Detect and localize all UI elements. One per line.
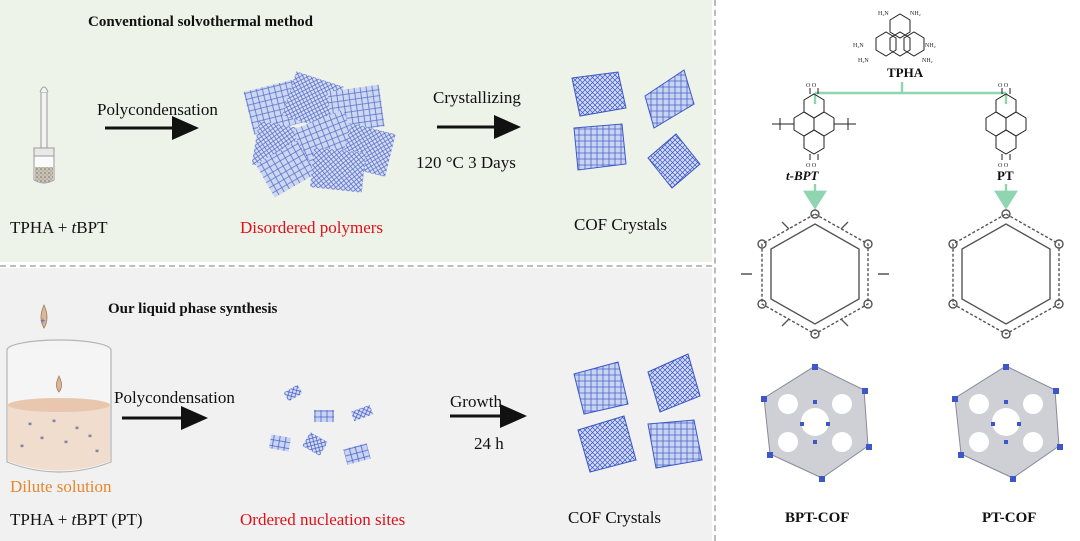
svg-text:*: * <box>40 435 44 444</box>
growth-time-label: 24 h <box>474 434 504 453</box>
pt-label: PT <box>997 168 1014 183</box>
top-polycondensation-label: Polycondensation <box>97 100 218 119</box>
beaker-icon: + *** *** ** <box>6 304 112 473</box>
svg-text:H₂N: H₂N <box>878 11 889 17</box>
svg-text:O O: O O <box>806 163 817 169</box>
pt-cof-label: PT-COF <box>982 510 1037 526</box>
ordered-nucleation-label: Ordered nucleation sites <box>240 510 406 529</box>
svg-text:*: * <box>88 433 92 442</box>
nucleation-sites-image <box>268 384 374 465</box>
connector-lines <box>803 82 1018 210</box>
bottom-reactants-label: TPHA + tBPT (PT) <box>10 510 143 529</box>
conventional-method-title: Conventional solvothermal method <box>88 14 313 30</box>
tpha-structure: H₂N NH₂ H₂N NH₂ H₂N NH₂ <box>853 11 936 64</box>
svg-text:+: + <box>40 317 46 325</box>
svg-text:*: * <box>28 421 32 430</box>
bottom-cof-crystals-label: COF Crystals <box>568 508 662 527</box>
svg-text:*: * <box>75 425 79 434</box>
bottom-polycondensation-label: Polycondensation <box>114 388 235 407</box>
t-bpt-label: t-BPT <box>786 168 819 183</box>
svg-text:NH₂: NH₂ <box>922 58 933 64</box>
svg-text:NH₂: NH₂ <box>925 43 936 49</box>
svg-text:O O: O O <box>998 83 1009 89</box>
top-crystallizing-label: Crystallizing <box>433 88 521 107</box>
svg-text:O O: O O <box>998 163 1009 169</box>
pt-cof-2d-structure <box>948 209 1064 339</box>
tpha-label: TPHA <box>887 65 924 80</box>
svg-text:*: * <box>52 418 56 427</box>
t-bpt-structure: O O O O <box>772 83 856 169</box>
bpt-cof-2d-structure <box>741 209 889 339</box>
svg-text:*: * <box>20 443 24 452</box>
pt-structure: O O O O <box>985 83 1027 169</box>
svg-text:H₂N: H₂N <box>858 58 869 64</box>
svg-text:*: * <box>95 448 99 457</box>
svg-text:*: * <box>64 439 68 448</box>
liquid-phase-title: Our liquid phase synthesis <box>108 301 278 317</box>
top-reactants-label: TPHA + tBPT <box>10 218 108 237</box>
bpt-cof-3d-model <box>761 364 872 482</box>
top-cof-crystals-label: COF Crystals <box>574 215 668 234</box>
growth-label: Growth <box>450 392 502 411</box>
top-cof-crystals-image <box>571 69 701 189</box>
svg-text:O O: O O <box>806 83 817 89</box>
pt-cof-3d-model <box>952 364 1063 482</box>
disordered-polymers-label: Disordered polymers <box>240 218 384 237</box>
svg-text:NH₂: NH₂ <box>910 11 921 17</box>
svg-text:H₂N: H₂N <box>853 43 864 49</box>
bottom-cof-crystals-image <box>573 353 703 473</box>
top-conditions-label: 120 °C 3 Days <box>416 153 516 172</box>
vertical-divider <box>714 0 716 541</box>
vial-icon <box>33 86 55 184</box>
bpt-cof-label: BPT-COF <box>785 510 850 526</box>
horizontal-divider <box>0 265 712 267</box>
disordered-polymers-image <box>243 71 396 198</box>
dilute-solution-label: Dilute solution <box>10 477 112 496</box>
